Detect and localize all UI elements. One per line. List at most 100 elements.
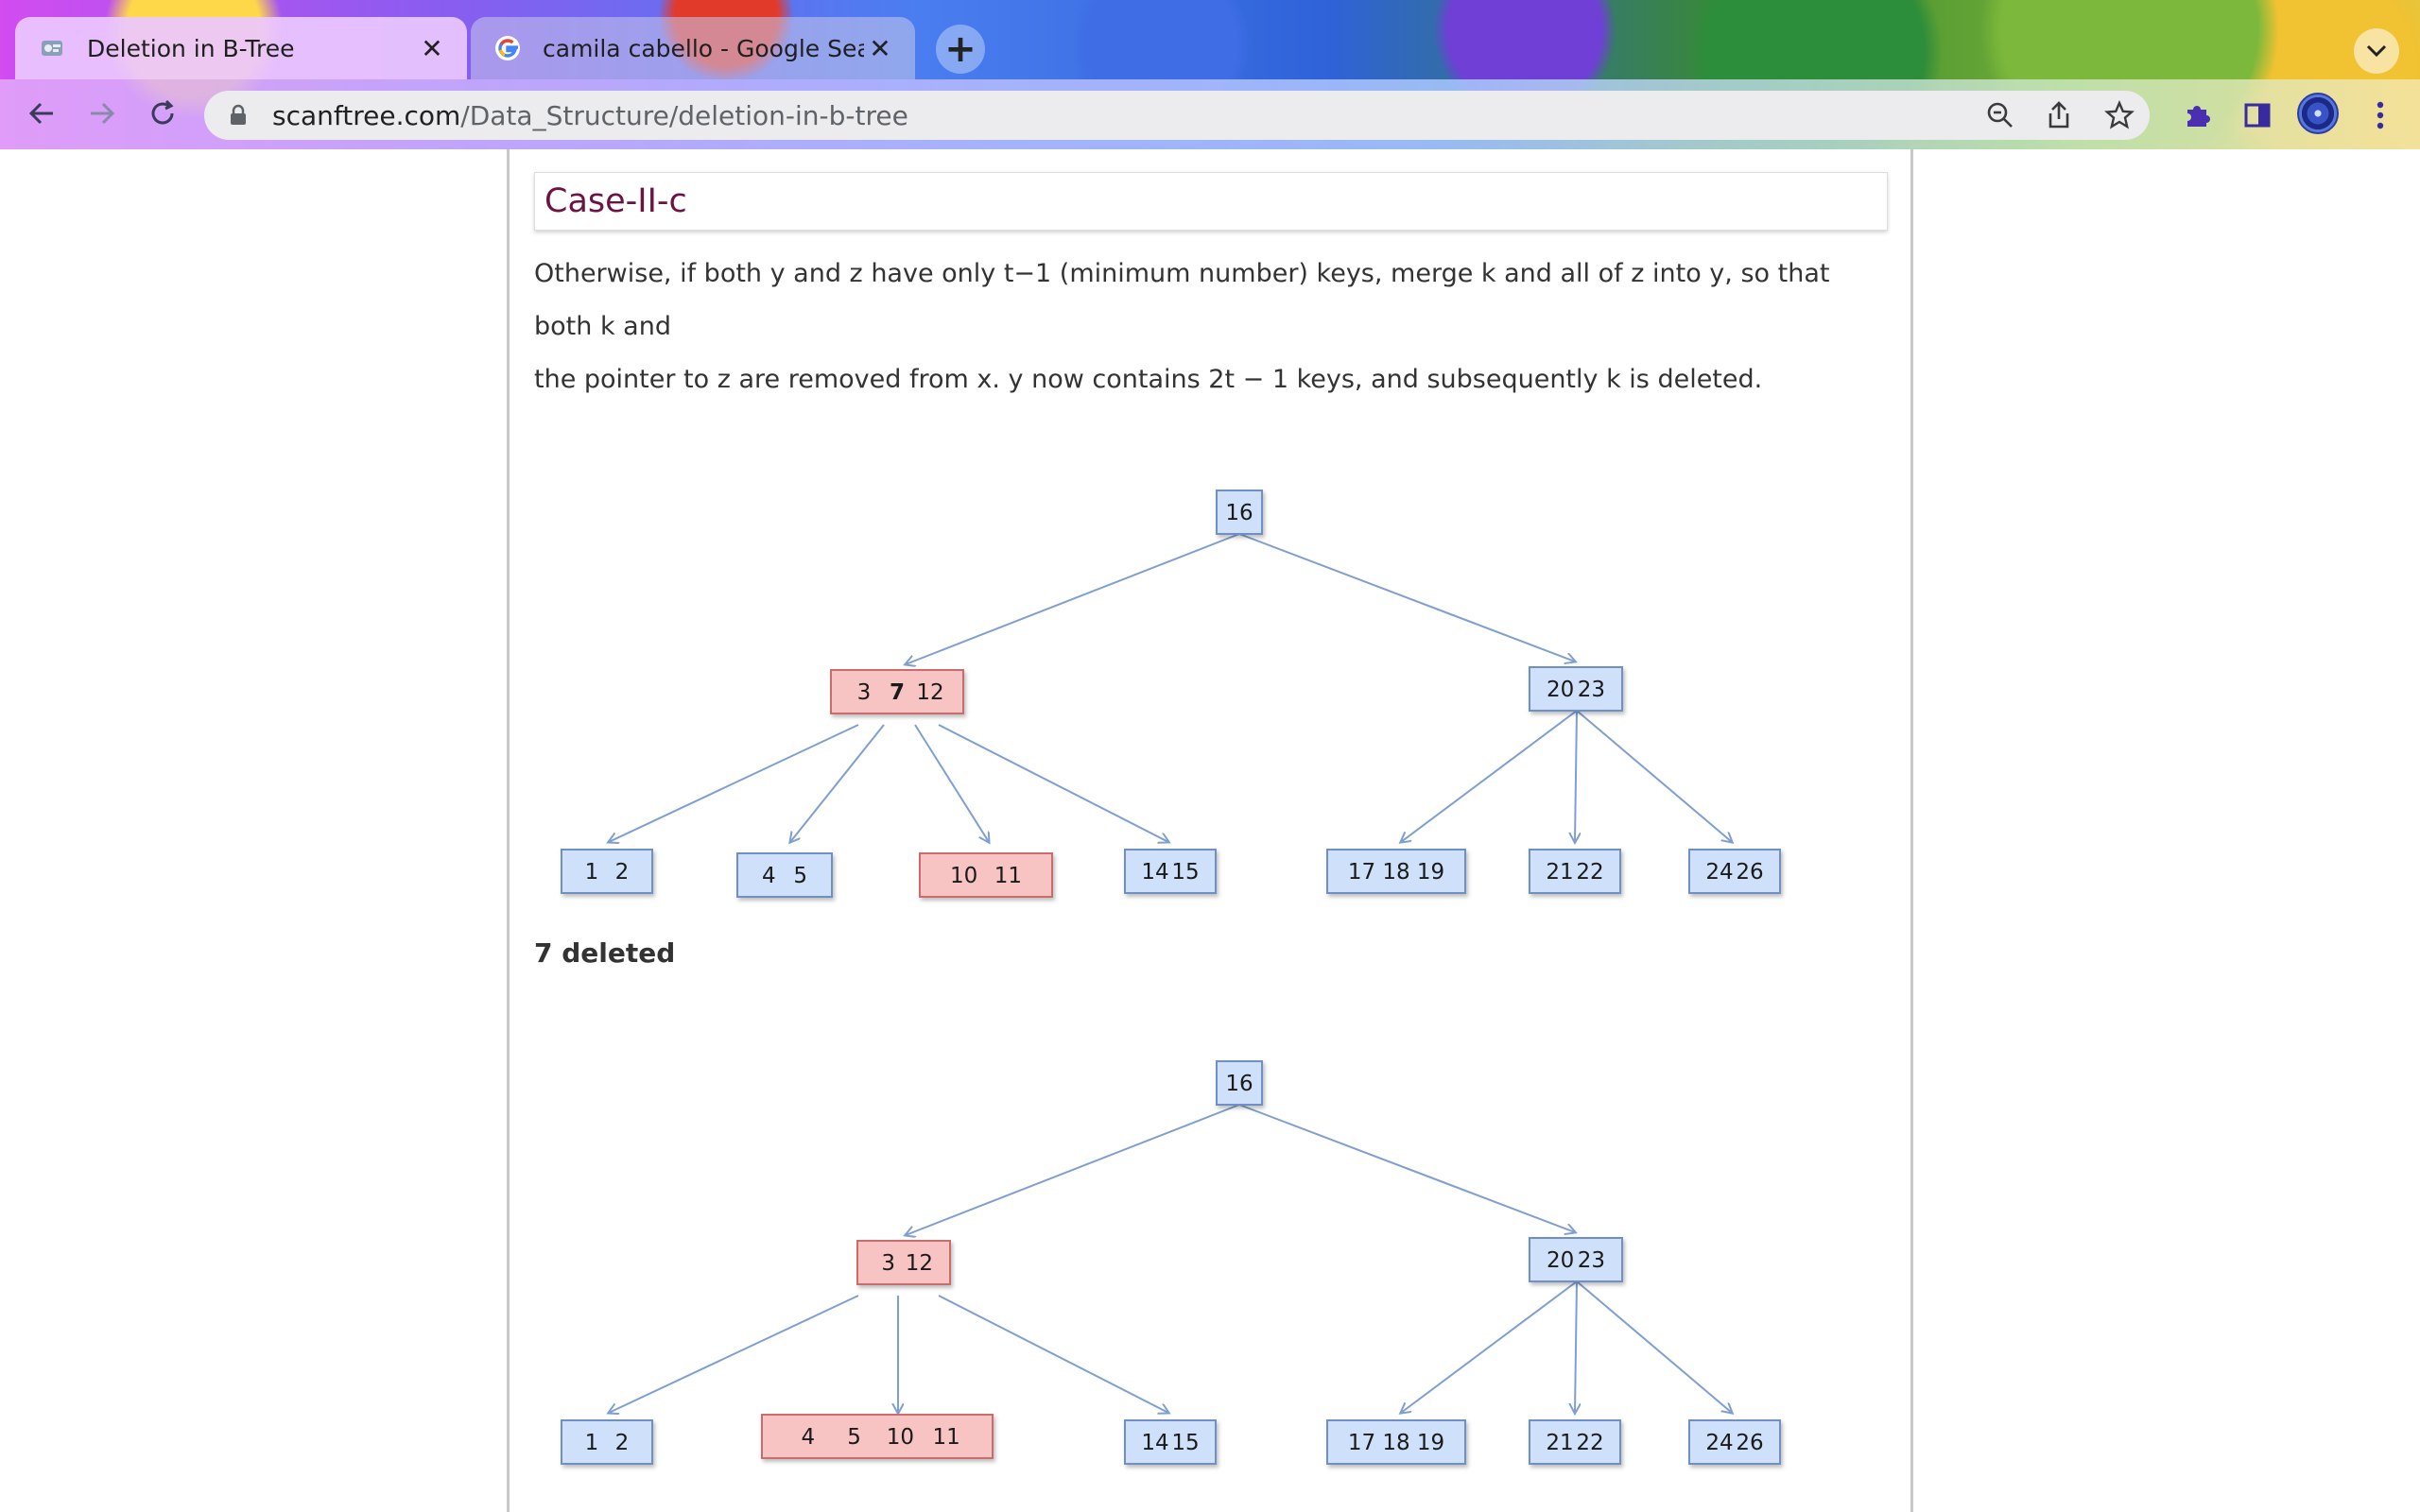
close-tab-icon[interactable]: ✕ [869, 32, 891, 64]
zoom-icon[interactable] [1981, 96, 2019, 134]
tree-after-leaf-node-3-key: 19 [1417, 1431, 1444, 1455]
tree-after-edge-right-2 [1576, 1280, 1732, 1413]
forward-button[interactable] [79, 91, 125, 136]
tree-before-leaf-node-2-box [919, 852, 1053, 898]
profile-avatar[interactable] [2297, 93, 2339, 134]
tree-before-edge-left-0 [609, 724, 859, 842]
url-path: /Data_Structure/deletion-in-b-tree [460, 99, 908, 131]
tree-before-leaf-node-3-key: 14 [1141, 860, 1168, 885]
tree-after-leaf-node-1-key: 4 [801, 1425, 815, 1450]
tree-before-leaf-node-1-box [736, 852, 833, 898]
tree-before-root-node-key: 16 [1225, 501, 1253, 525]
tree-before-leaf-node-3-key: 15 [1171, 860, 1199, 885]
tree-before-edge-root-right [1238, 533, 1575, 662]
tree-after-leaf-node-3-key: 18 [1382, 1431, 1409, 1455]
more-menu-icon[interactable] [2361, 96, 2399, 134]
case-heading-box: Case-II-c [534, 172, 1888, 231]
address-bar[interactable]: scanftree.com/Data_Structure/deletion-in… [204, 91, 2150, 140]
scanftree-favicon-icon [38, 34, 66, 62]
tree-after-edge-right-0 [1401, 1280, 1578, 1413]
tree-before-leaf-node-4-key: 18 [1382, 860, 1409, 885]
tree-after-leaf-node-0-key: 1 [585, 1431, 599, 1455]
tab-search-button[interactable] [2354, 28, 2399, 74]
tree-after-leaf-node-5-key: 26 [1736, 1431, 1763, 1455]
tree-after-leaf-node-2-key: 14 [1141, 1431, 1168, 1455]
tree-before-root-node: 16 [1216, 490, 1263, 535]
tree-after-edge-left-2 [938, 1295, 1168, 1413]
tree-after-leaf-node-1-key: 10 [887, 1425, 914, 1450]
tree-after-left-node-key: 3 [881, 1251, 895, 1276]
tree-before-leaf-node-2-key: 11 [994, 864, 1022, 888]
tree-after-leaf-node-2-key: 15 [1171, 1431, 1199, 1455]
tree-after-root-node-box [1216, 1060, 1263, 1106]
tree-before-edge-left-2 [914, 724, 989, 842]
tree-before-leaf-node-0-key: 1 [585, 860, 599, 885]
lock-icon [229, 104, 251, 127]
tree-after-leaf-node-1-key: 5 [847, 1425, 861, 1450]
tree-before-leaf-node-0-key: 2 [615, 860, 630, 885]
tree-after-leaf-node-4-box [1529, 1419, 1621, 1465]
deleted-label: 7 deleted [534, 937, 676, 969]
page-viewport: Case-II-c Otherwise, if both y and z hav… [0, 149, 2420, 1512]
close-tab-icon[interactable]: ✕ [421, 32, 443, 64]
new-tab-button[interactable]: + [936, 25, 985, 74]
tree-before-leaf-node-4-key: 17 [1348, 860, 1375, 885]
bookmark-star-icon[interactable] [2100, 96, 2138, 134]
tree-after-leaf-node-0-box [561, 1419, 653, 1465]
tree-before-edge-right-2 [1576, 710, 1732, 842]
article-column: Case-II-c Otherwise, if both y and z hav… [507, 149, 1913, 1512]
tab-google-search[interactable]: camila cabello - Google Search ✕ [471, 17, 915, 79]
tree-before-edge-right-0 [1401, 710, 1578, 842]
tree-before-right-node-box [1529, 666, 1623, 712]
case-description: Otherwise, if both y and z have only t−1… [534, 248, 1895, 406]
tree-before-edge-root-left [906, 533, 1240, 664]
share-icon[interactable] [2040, 96, 2078, 134]
extensions-puzzle-icon[interactable] [2178, 96, 2216, 134]
arrow-left-icon [28, 102, 53, 125]
reload-icon [151, 99, 174, 125]
tab-title: Deletion in B-Tree [87, 34, 295, 62]
tree-before-leaf-node-6-key: 26 [1736, 860, 1763, 885]
tree-after-edge-left-0 [609, 1295, 859, 1413]
tree-after-leaf-node-5-box [1688, 1419, 1781, 1465]
case-heading: Case-II-c [544, 182, 687, 220]
tree-after-leaf-node-4-key: 22 [1576, 1431, 1603, 1455]
tree-before-leaf-node-6-box [1688, 849, 1781, 894]
tree-before-leaf-node-1-key: 4 [762, 864, 776, 888]
side-panel-icon[interactable] [2238, 96, 2276, 134]
tree-before-leaf-node-5-key: 21 [1546, 860, 1573, 885]
tree-before-left-node-key: 7 [890, 680, 905, 705]
tree-before-edge-left-3 [938, 724, 1168, 842]
tree-before-leaf-node-5-box [1529, 849, 1621, 894]
tree-before-leaf-node-0-box [561, 849, 653, 894]
tree-after-leaf-node-4-key: 21 [1546, 1431, 1573, 1455]
browser-chrome: Deletion in B-Tree ✕ camila cabello - Go… [0, 0, 2420, 149]
tree-before-left-node-key: 3 [857, 680, 872, 705]
tree-before-edge-left-1 [790, 724, 885, 842]
tree-after-leaf-node-1-box [761, 1414, 994, 1459]
tree-before-leaf-node-1-key: 5 [793, 864, 807, 888]
tree-after-leaf-node-1-key: 11 [933, 1425, 960, 1450]
tree-before-left-node-key: 12 [916, 680, 943, 705]
tree-after-leaf-node-0-key: 2 [615, 1431, 630, 1455]
tree-after-edge-right-1 [1575, 1280, 1577, 1413]
tree-after-leaf-node-5-key: 24 [1705, 1431, 1733, 1455]
tree-after-edge-root-left [906, 1104, 1240, 1235]
arrow-right-icon [91, 102, 115, 125]
tree-before-leaf-node-4-key: 19 [1417, 860, 1444, 885]
tree-after-leaf-node-3-box [1326, 1419, 1466, 1465]
tab-deletion-in-b-tree[interactable]: Deletion in B-Tree ✕ [15, 17, 467, 79]
back-button[interactable] [19, 91, 64, 136]
reload-button[interactable] [140, 91, 185, 136]
